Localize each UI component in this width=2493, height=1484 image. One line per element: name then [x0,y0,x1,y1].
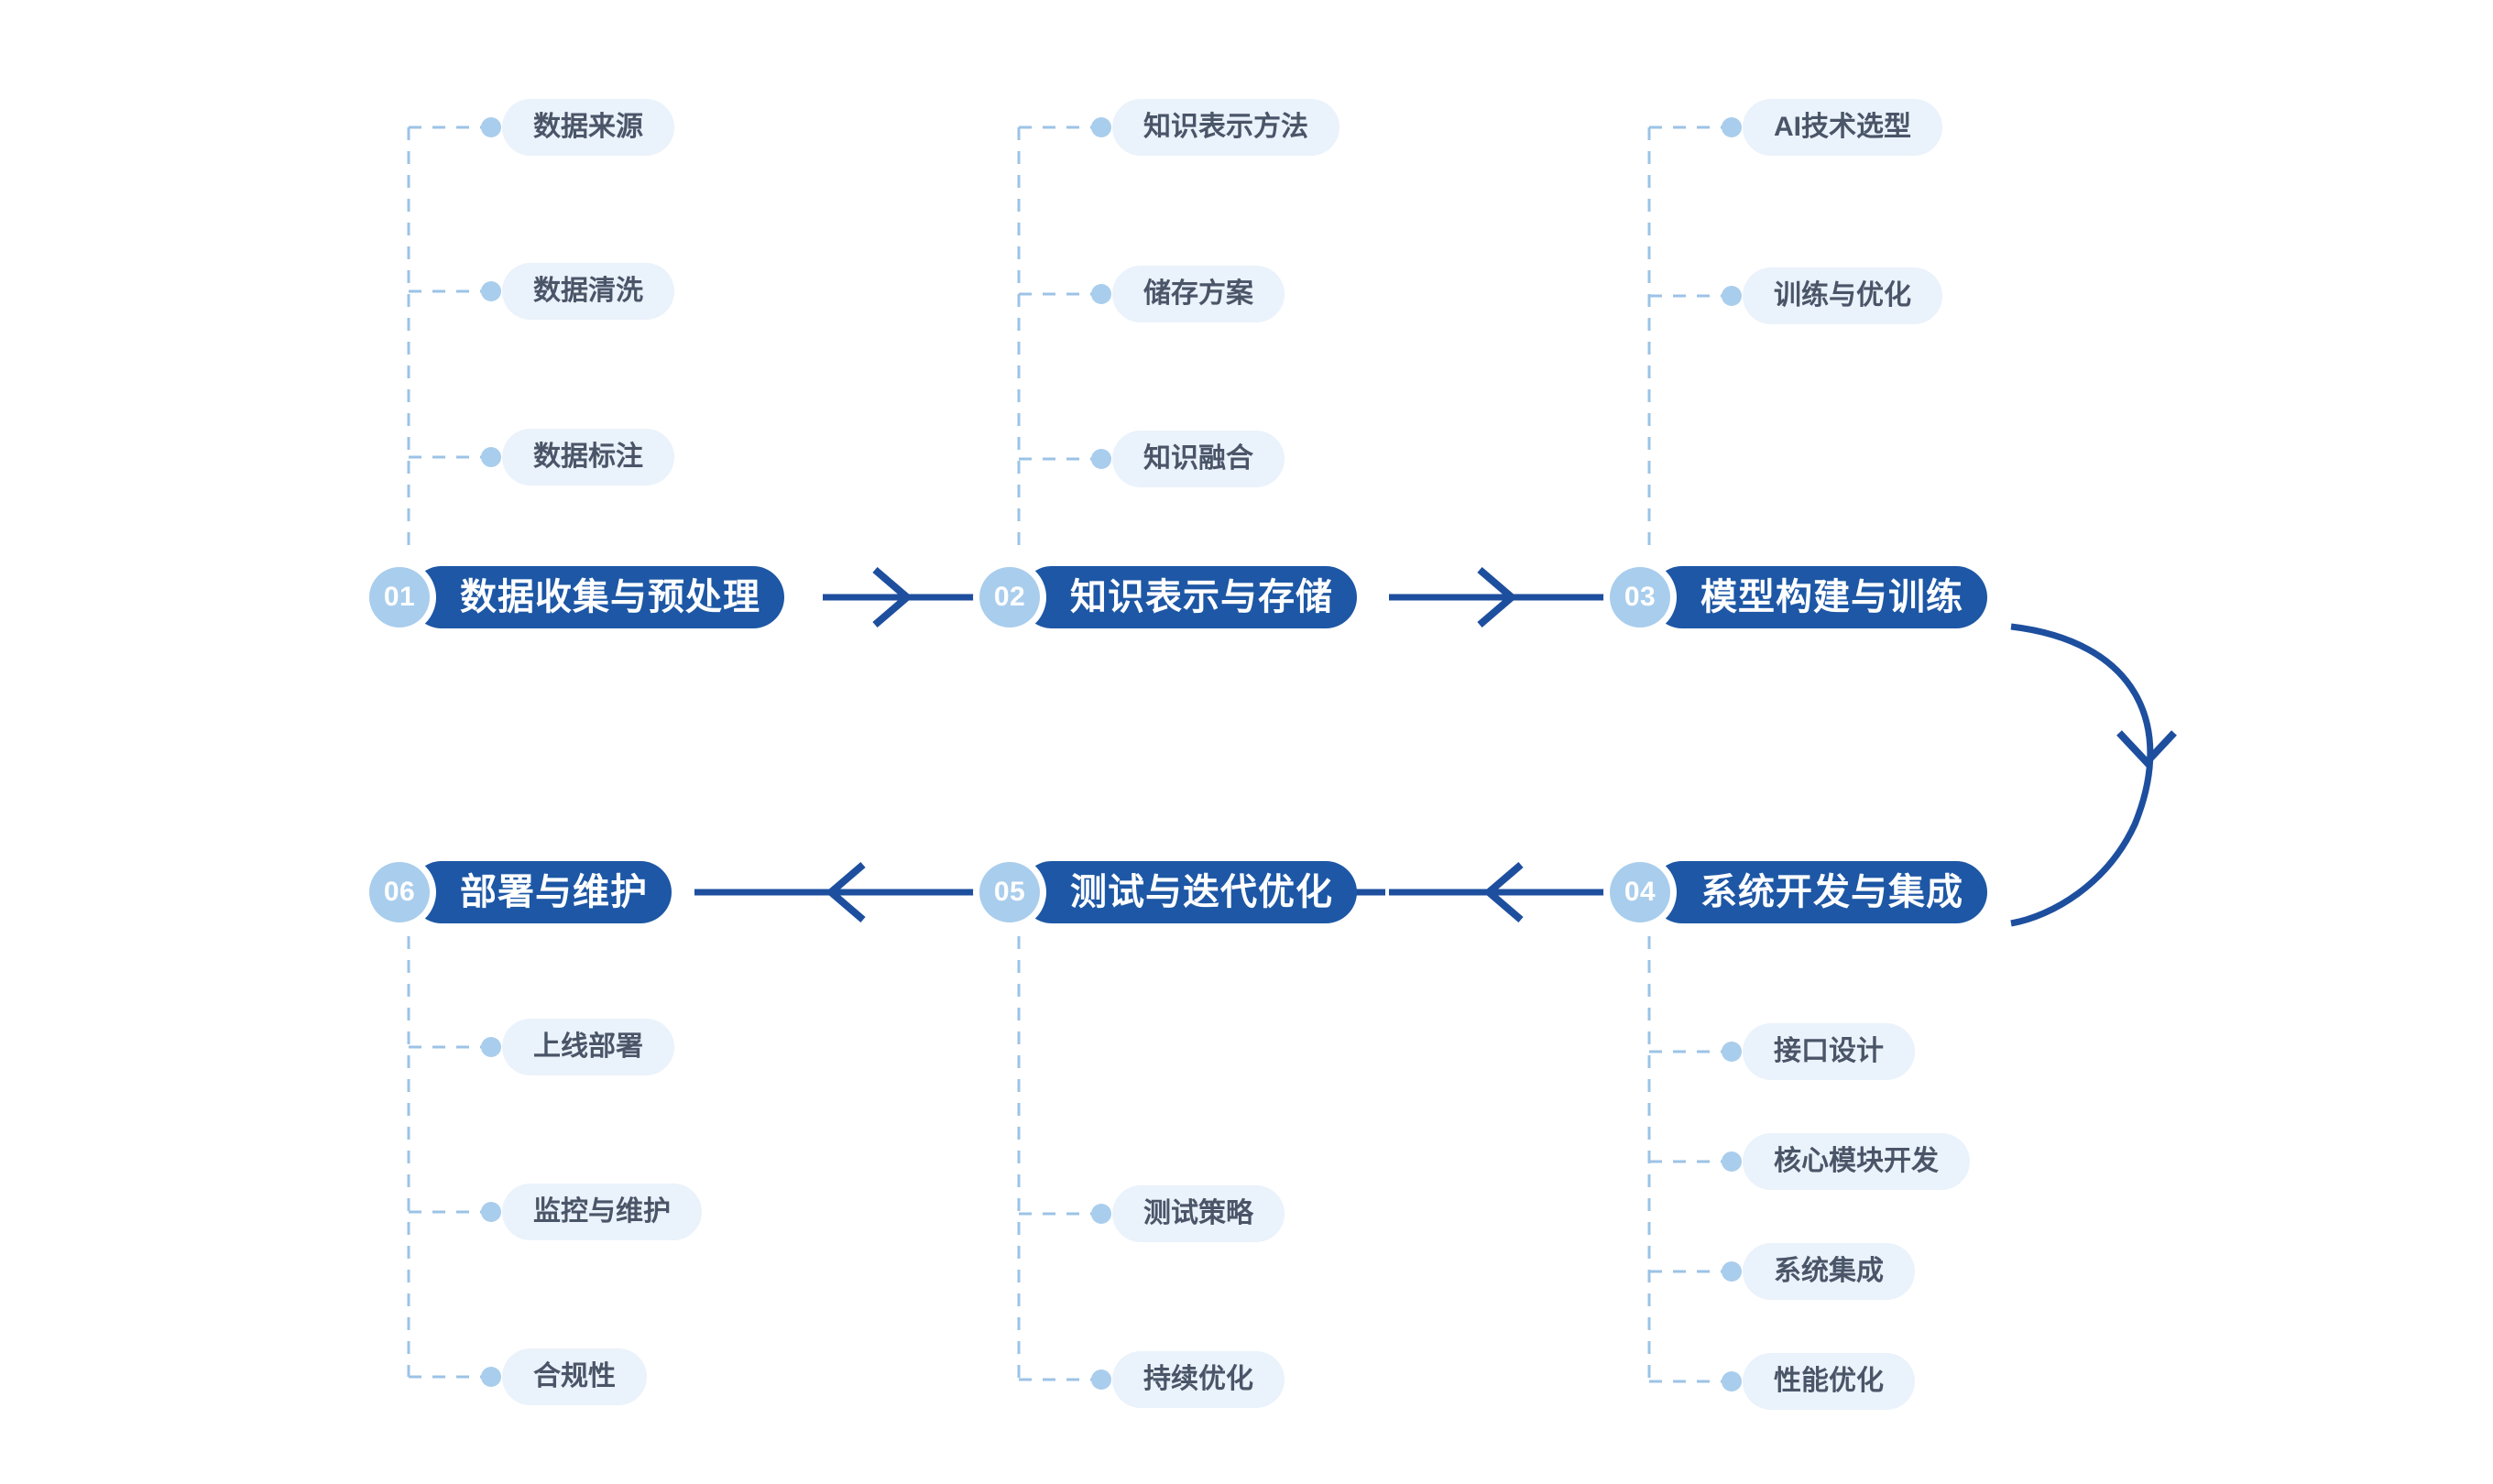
stage-number-02: 02 [979,567,1040,627]
stage-bar-01[interactable]: 数据收集与预处理 [410,566,784,628]
stage-bar-03[interactable]: 模型构建与训练 [1651,566,1987,628]
sub-item-label: 知识表示方法 [1143,112,1308,142]
branch-dot-02-3 [1091,449,1111,469]
sub-item-label: 数据标注 [533,442,643,472]
arrow-03-to-04-head [2116,730,2177,768]
branch-dot-02-2 [1091,284,1111,304]
sub-item-label: 监控与维护 [533,1196,671,1227]
stage-badge-05: 05 [973,856,1046,929]
stage-badge-02: 02 [973,561,1046,634]
stage-label-05: 测试与迭代优化 [1070,872,1333,912]
sub-item-label: 训练与优化 [1774,280,1911,311]
sub-item-label: 知识融合 [1143,443,1253,474]
sub-item-02-2[interactable]: 储存方案 [1112,266,1285,322]
stage-label-04: 系统开发与集成 [1700,872,1963,912]
stage-label-02: 知识表示与存储 [1070,577,1333,617]
arrow-03-to-04-curve [2010,623,2154,927]
branch-dot-04-3 [1722,1261,1742,1282]
sub-item-05-2[interactable]: 持续优化 [1112,1351,1285,1408]
stage-label-06: 部署与维护 [460,872,648,912]
branch-dot-04-4 [1722,1371,1742,1391]
sub-item-02-3[interactable]: 知识融合 [1112,431,1285,487]
sub-item-02-1[interactable]: 知识表示方法 [1112,99,1339,156]
sub-item-06-3[interactable]: 合规性 [502,1348,647,1405]
branch-dot-03-2 [1722,286,1742,306]
sub-item-label: 持续优化 [1143,1364,1253,1394]
sub-item-label: 测试策略 [1143,1198,1253,1228]
branch-dot-04-1 [1722,1042,1742,1062]
sub-item-01-2[interactable]: 数据清洗 [502,263,674,320]
arrow-04-to-05-head [1482,861,1524,923]
stage-badge-06: 06 [363,856,436,929]
sub-item-06-1[interactable]: 上线部署 [502,1019,674,1075]
branch-dot-01-1 [481,117,501,137]
sub-item-04-2[interactable]: 核心模块开发 [1743,1133,1970,1190]
sub-item-03-1[interactable]: AI技术选型 [1743,99,1942,156]
branch-dot-02-1 [1091,117,1111,137]
sub-item-label: 合规性 [533,1361,616,1391]
stage-badge-04: 04 [1603,856,1677,929]
stage-number-04: 04 [1610,862,1670,922]
branch-dot-06-2 [481,1202,501,1222]
branch-dot-05-2 [1091,1369,1111,1390]
stage-number-06: 06 [369,862,430,922]
branch-dot-03-1 [1722,117,1742,137]
branch-dot-01-2 [481,281,501,301]
stage-bar-06[interactable]: 部署与维护 [410,861,672,923]
sub-item-01-1[interactable]: 数据来源 [502,99,674,156]
sub-item-04-3[interactable]: 系统集成 [1743,1243,1915,1300]
arrow-05-to-06-head [825,861,866,923]
sub-item-06-2[interactable]: 监控与维护 [502,1184,702,1240]
branch-dot-01-3 [481,447,501,467]
stage-bar-02[interactable]: 知识表示与存储 [1021,566,1357,628]
sub-item-label: AI技术选型 [1774,112,1911,142]
sub-item-label: 数据来源 [533,112,643,142]
sub-item-label: 数据清洗 [533,276,643,306]
stage-bar-04[interactable]: 系统开发与集成 [1651,861,1987,923]
sub-item-04-1[interactable]: 接口设计 [1743,1023,1915,1080]
sub-item-label: 系统集成 [1774,1256,1884,1286]
stage-number-01: 01 [369,567,430,627]
sub-item-label: 核心模块开发 [1774,1146,1939,1176]
sub-item-label: 性能优化 [1774,1366,1884,1396]
stage-label-03: 模型构建与训练 [1700,577,1963,617]
stage-badge-01: 01 [363,561,436,634]
branch-dot-06-1 [481,1037,501,1057]
sub-item-label: 上线部署 [533,1031,643,1062]
sub-item-05-1[interactable]: 测试策略 [1112,1185,1285,1242]
branch-dot-04-2 [1722,1151,1742,1172]
stage-number-03: 03 [1610,567,1670,627]
arrow-01-to-02-head [872,566,913,628]
branch-dot-06-3 [481,1367,501,1387]
sub-item-04-4[interactable]: 性能优化 [1743,1353,1915,1410]
stage-label-01: 数据收集与预处理 [460,577,760,617]
stage-bar-05[interactable]: 测试与迭代优化 [1021,861,1357,923]
sub-item-label: 接口设计 [1774,1036,1884,1066]
sub-item-01-3[interactable]: 数据标注 [502,429,674,486]
stage-number-05: 05 [979,862,1040,922]
stage-badge-03: 03 [1603,561,1677,634]
sub-item-label: 储存方案 [1143,278,1253,309]
branch-dot-05-1 [1091,1204,1111,1224]
sub-item-03-2[interactable]: 训练与优化 [1743,267,1942,324]
arrow-02-to-03-head [1477,566,1518,628]
